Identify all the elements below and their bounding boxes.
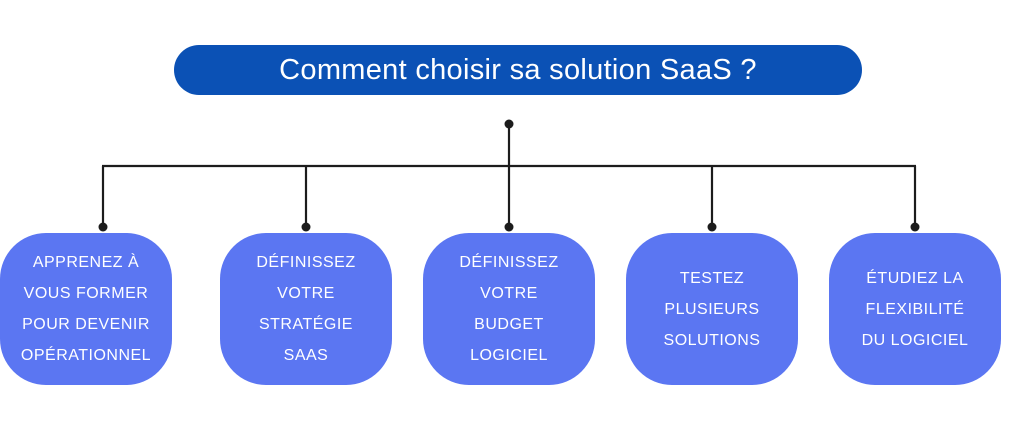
step-box-2: DÉFINISSEZ VOTRE BUDGET LOGICIEL <box>423 233 595 385</box>
connector-dot-3 <box>504 222 514 232</box>
title-banner: Comment choisir sa solution SaaS ? <box>174 45 862 95</box>
step-box-1: DÉFINISSEZ VOTRE STRATÉGIE SAAS <box>220 233 392 385</box>
step-label-3: TESTEZ PLUSIEURS SOLUTIONS <box>663 269 761 349</box>
connector-dot-1 <box>98 222 108 232</box>
step-box-5: APPRENEZ À VOUS FORMER POUR DEVENIR OPÉR… <box>0 233 172 385</box>
step-box-4: ÉTUDIEZ LA FLEXIBILITÉ DU LOGICIEL <box>829 233 1001 385</box>
connector-dot-root <box>504 119 514 129</box>
step-box-3: TESTEZ PLUSIEURS SOLUTIONS <box>626 233 798 385</box>
step-label-2: DÉFINISSEZ VOTRE BUDGET LOGICIEL <box>459 254 559 364</box>
step-label-1: DÉFINISSEZ VOTRE STRATÉGIE SAAS <box>256 254 356 364</box>
connector-dot-4 <box>707 222 717 232</box>
connector-dot-2 <box>301 222 311 232</box>
connector-dot-5 <box>910 222 920 232</box>
step-label-5: APPRENEZ À VOUS FORMER POUR DEVENIR OPÉR… <box>20 254 152 364</box>
title-text: Comment choisir sa solution SaaS ? <box>279 53 757 86</box>
step-label-4: ÉTUDIEZ LA FLEXIBILITÉ DU LOGICIEL <box>861 269 969 349</box>
